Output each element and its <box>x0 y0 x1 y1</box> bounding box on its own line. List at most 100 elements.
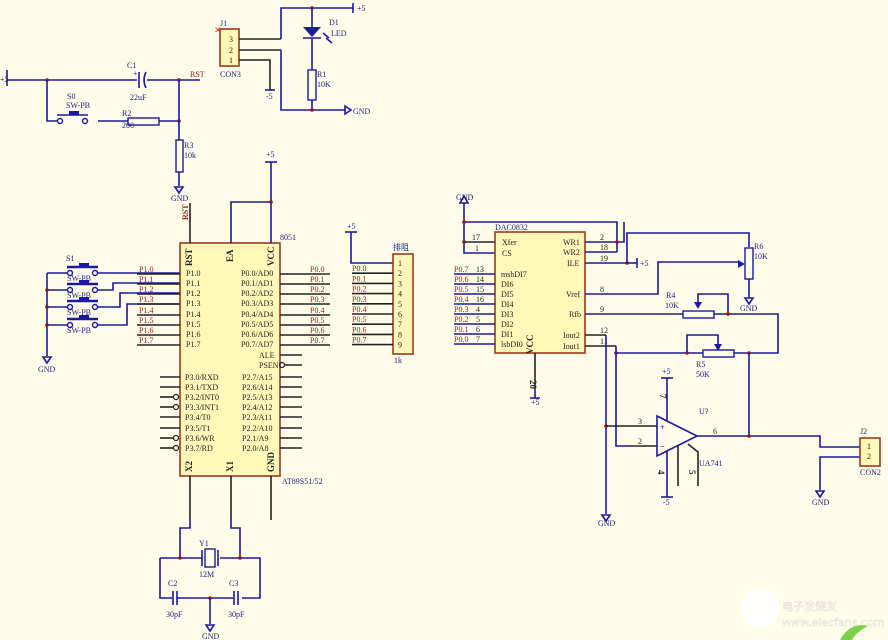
svg-text:9: 9 <box>398 341 402 350</box>
switch-type: SW-PB <box>67 291 91 300</box>
analog-network: R6 10K GND R4 10K R5 50K <box>614 242 779 436</box>
r3-ref: R3 <box>184 141 193 150</box>
r2-ref: R2 <box>122 109 131 118</box>
r4-value: 10K <box>665 301 679 310</box>
y1-ref: Y1 <box>199 539 209 548</box>
switch-type: SW-PB <box>67 274 91 283</box>
vcc-label: +5 <box>266 150 275 159</box>
s0-ref: S0 <box>67 92 75 101</box>
svg-text:2: 2 <box>398 269 402 278</box>
c2-value: 30pF <box>166 610 183 619</box>
svg-text:20: 20 <box>528 380 538 390</box>
mcu-pin-label: P0.7/AD7 <box>241 340 273 349</box>
d1-ref: D1 <box>329 18 339 27</box>
svg-text:17: 17 <box>472 233 480 242</box>
mcu-pin-label: P3.5/T1 <box>185 424 211 433</box>
mcu-pin-label: P1.0 <box>186 269 200 278</box>
r2-value: 200 <box>122 121 134 130</box>
p0-net-label: P0.3 <box>352 295 366 304</box>
p0-net-label: P0.2 <box>310 285 324 294</box>
svg-text:7: 7 <box>476 335 480 344</box>
dac-data-net: P0.0 <box>454 335 468 344</box>
gnd-icon <box>173 186 185 195</box>
vee-label: -5 <box>663 498 670 507</box>
p1-net-label: P1.5 <box>139 316 153 325</box>
svg-text:14: 14 <box>476 275 484 284</box>
svg-text:1: 1 <box>475 244 479 253</box>
opamp-ref: U? <box>699 407 709 416</box>
gnd-icon <box>600 514 612 523</box>
svg-text:−: − <box>660 442 665 451</box>
mcu-pin-label: P0.4/AD4 <box>241 310 273 319</box>
p0-net-label: P0.3 <box>310 295 324 304</box>
p0-net-label: P0.4 <box>310 306 324 315</box>
mcu-pin-label: P3.0/RXD <box>185 373 219 382</box>
dac-pin-label: Iout2 <box>563 331 580 340</box>
svg-text:+: + <box>660 423 665 432</box>
mcu-pin-label: P1.1 <box>186 279 200 288</box>
opamp-part: UA741 <box>699 459 723 468</box>
svg-text:12: 12 <box>600 326 608 335</box>
svg-text:6: 6 <box>713 427 717 436</box>
svg-text:2: 2 <box>867 452 871 461</box>
led-diode-icon <box>303 27 321 37</box>
p0-net-label: P0.7 <box>352 336 366 345</box>
neg-supply-label: -5 <box>266 92 273 101</box>
dac-pin-label: DI2 <box>501 320 513 329</box>
opamp-ua741: GND + − 3 2 6 U? UA741 +5 7 -5 4 5 GND 1… <box>598 335 881 528</box>
mcu-pin-label: P2.2/A10 <box>242 424 272 433</box>
rst-net-label: RST <box>190 70 205 79</box>
r6-potentiometer <box>744 247 754 280</box>
vcc-label: +5 <box>640 259 649 268</box>
svg-text:3: 3 <box>229 35 233 44</box>
svg-text:CS: CS <box>502 249 512 258</box>
s0-type: SW-PB <box>66 101 90 110</box>
gnd-label: GND <box>456 193 474 202</box>
y1-crystal <box>201 548 219 568</box>
svg-text:RST: RST <box>184 248 194 266</box>
mcu-pin-label: P3.6/WR <box>185 434 215 443</box>
dac-pin-label: DI6 <box>501 280 513 289</box>
r1-ref: R1 <box>317 70 326 79</box>
c2-ref: C2 <box>168 579 177 588</box>
dac-data-net: P0.3 <box>454 305 468 314</box>
gnd-icon <box>743 297 755 306</box>
svg-text:1: 1 <box>229 56 233 65</box>
p0-net-label: P0.2 <box>352 285 366 294</box>
svg-text:VCC: VCC <box>525 335 535 355</box>
s1-ref: S1 <box>66 254 74 263</box>
mcu-pin-label: P0.2/AD2 <box>241 289 273 298</box>
mcu-pin-label: P0.3/AD3 <box>241 299 273 308</box>
p0-net-label: P0.1 <box>352 274 366 283</box>
mcu-part: AT89S51/52 <box>282 477 322 486</box>
mcu-pin-label: P2.6/A14 <box>242 383 272 392</box>
elecfans-logo-icon <box>740 588 780 628</box>
leaf-icon <box>840 625 868 640</box>
svg-text:1: 1 <box>398 259 402 268</box>
mcu-pin-label: P0.6/AD6 <box>241 330 273 339</box>
j1-ref: J1 <box>220 19 227 28</box>
p0-net-label: P0.0 <box>352 264 366 273</box>
c3-capacitor <box>233 591 239 605</box>
watermark-cn: 电子发烧友 <box>782 599 837 613</box>
j1-type: CON3 <box>220 70 241 79</box>
dac-pin-label: ILE <box>567 259 580 268</box>
svg-text:15: 15 <box>476 285 484 294</box>
c3-ref: C3 <box>229 579 238 588</box>
rst-net-label: RST <box>181 204 190 220</box>
p0-net-label: P0.6 <box>352 325 366 334</box>
dac-pin-label: DI4 <box>501 300 513 309</box>
mcu-pin-label: P0.0/AD0 <box>241 269 273 278</box>
mcu-pin-label: P2.0/A8 <box>242 444 268 453</box>
dac-pin-label: DI5 <box>501 290 513 299</box>
svg-text:9: 9 <box>600 305 604 314</box>
p0-net-label: P0.5 <box>310 316 324 325</box>
dac-body <box>494 231 586 354</box>
svg-text:4: 4 <box>476 305 480 314</box>
r5-ref: R5 <box>696 360 705 369</box>
svg-text:5: 5 <box>687 470 697 475</box>
r3-value: 10k <box>184 151 196 160</box>
pullup-body <box>392 253 414 355</box>
switch-type: SW-PB <box>67 326 91 335</box>
svg-text:5: 5 <box>398 300 402 309</box>
